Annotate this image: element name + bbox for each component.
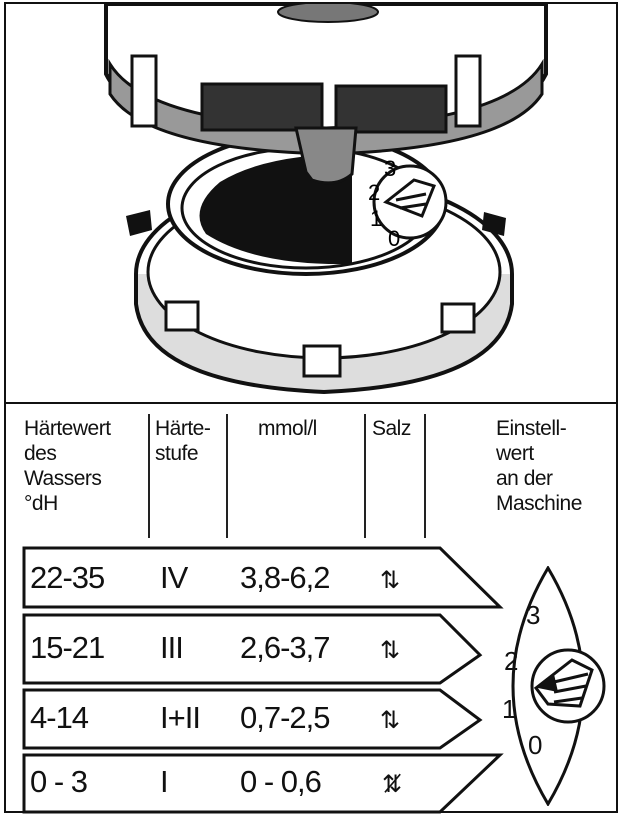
row-1-stufe: IV — [160, 560, 188, 595]
illustration-dial-label-2: 2 — [368, 180, 380, 205]
row-1-mmol: 3,8-6,2 — [240, 560, 331, 595]
dial-label-1: 1 — [502, 694, 517, 724]
setting-dial-icon — [511, 566, 606, 806]
row-arrow-2 — [22, 613, 483, 685]
header-haertestufe: Härte- stufe — [155, 417, 211, 465]
header-haertewert: Härtewert des Wassers °dH — [24, 417, 111, 515]
row-2-dh: 15-21 — [30, 630, 105, 665]
row-3-dh: 4-14 — [30, 700, 89, 735]
salt-symbol-icon: ⇅ — [380, 706, 401, 734]
header-mmol: mmol/l — [258, 417, 317, 440]
header-einstellwert: Einstell- wert an der Maschine — [496, 417, 582, 515]
illustration-dial-label-1: 1 — [370, 206, 382, 231]
row-3-stufe: I+II — [160, 700, 201, 735]
row-3-mmol: 0,7-2,5 — [240, 700, 331, 735]
column-separator — [148, 414, 150, 538]
row-4-mmol: 0 - 0,6 — [240, 764, 322, 799]
illustration-dial-label-3: 3 — [384, 156, 396, 181]
row-4-dh: 0 - 3 — [30, 764, 88, 799]
row-2-mmol: 2,6-3,7 — [240, 630, 331, 665]
salt-symbol-icon: ⇅ — [380, 636, 401, 664]
row-4-stufe: I — [160, 764, 169, 799]
row-arrow-3 — [22, 688, 483, 750]
column-separator — [226, 414, 228, 538]
row-1-dh: 22-35 — [30, 560, 105, 595]
header-salz: Salz — [372, 417, 411, 440]
salt-symbol-icon: ⇅ — [380, 566, 401, 594]
illustration-dial-label-0: 0 — [388, 226, 400, 251]
salt-crossed-icon: ⇅̸ — [382, 770, 403, 798]
softener-cap-illustration: 3 2 1 0 — [104, 4, 548, 395]
dial-label-0: 0 — [528, 730, 543, 760]
row-2-stufe: III — [160, 630, 184, 665]
dial-label-2: 2 — [504, 646, 519, 676]
dial-label-3: 3 — [526, 600, 541, 630]
column-separator — [364, 414, 366, 538]
row-arrow-1 — [22, 546, 504, 609]
section-divider — [4, 402, 618, 404]
row-arrow-4 — [22, 753, 504, 814]
column-separator — [424, 414, 426, 538]
